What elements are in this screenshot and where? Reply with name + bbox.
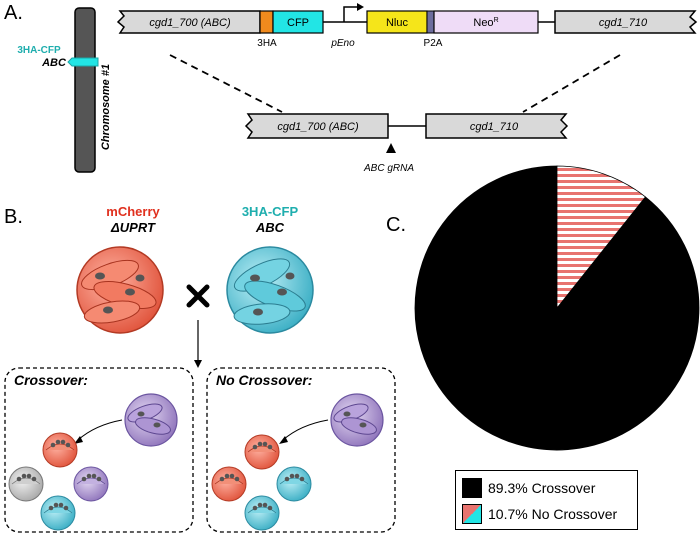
panel-letter-b: B.	[4, 206, 23, 228]
chromosome-body	[74, 7, 96, 173]
chromosome-marker-top: 3HA-CFP	[17, 45, 61, 56]
legend-item-no-crossover: 10.7% No Crossover	[462, 503, 617, 525]
grna-triangle-icon	[386, 143, 396, 153]
locus-right-gene	[425, 113, 569, 139]
recombination-line-left	[169, 54, 283, 113]
parent1-genotype: ΔUPRT	[110, 220, 156, 235]
cross-x-icon	[186, 284, 210, 308]
no-crossover-curved-arrow	[282, 419, 329, 441]
parent1-name: mCherry	[106, 204, 160, 219]
crossover-progeny-blue	[40, 495, 76, 531]
crossover-progeny-gray	[8, 466, 44, 502]
tag-box	[259, 10, 274, 34]
locus-left-label: cgd1_700 (ABC)	[277, 121, 359, 133]
chromosome-label: Chromosome #1	[100, 64, 112, 150]
neo-label: NeoR	[473, 17, 498, 29]
crossover-progeny-purple	[73, 466, 109, 502]
panel-letter-a: A.	[4, 2, 23, 24]
neo-superscript: R	[494, 17, 499, 24]
legend-item-crossover: 89.3% Crossover	[462, 477, 595, 499]
construct-diagram: cgd1_700 (ABC) 3HA CFP pEno Nluc P2A Neo…	[116, 3, 698, 174]
crossover-box	[4, 367, 194, 533]
pie-legend: 89.3% Crossover 10.7% No Crossover	[455, 470, 638, 530]
cross-diagram: mCherry ΔUPRT 3HA-CFP ABC	[4, 204, 396, 533]
promoter-arrow	[343, 6, 357, 22]
neo-text: Neo	[473, 17, 493, 29]
p2a-label: P2A	[424, 38, 443, 49]
pie-slice-no-crossover	[556, 165, 646, 310]
no-crossover-progeny-red-top	[244, 434, 280, 470]
no-crossover-title: No Crossover:	[216, 372, 313, 388]
parent2-oocyst	[226, 246, 314, 334]
recombination-line-right	[522, 54, 621, 113]
legend-swatch-no-crossover	[462, 504, 482, 524]
construct-left-arm-label: cgd1_700 (ABC)	[149, 17, 231, 29]
marker-arrow-icon	[67, 57, 99, 67]
promoter-arrow-head	[357, 3, 364, 11]
promoter-label: pEno	[330, 38, 355, 49]
p2a-box	[426, 10, 435, 34]
parent2-genotype: ABC	[255, 220, 285, 235]
crossover-title: Crossover:	[14, 372, 88, 388]
legend-label-no-crossover: 10.7% No Crossover	[488, 506, 618, 522]
parent1-oocyst	[76, 246, 164, 334]
construct-right-arm	[554, 10, 698, 34]
locus-left-gene	[244, 113, 389, 139]
no-crossover-progeny-red-left	[211, 466, 247, 502]
chromosome-marker-bottom: ABC	[41, 57, 67, 69]
pie-chart	[414, 165, 700, 451]
construct-right-arm-label: cgd1_710	[599, 17, 648, 29]
cfp-label: CFP	[287, 17, 309, 29]
parent2-name: 3HA-CFP	[242, 204, 299, 219]
crossover-purple-oocyst	[124, 393, 178, 447]
crossover-curved-arrow	[77, 419, 123, 441]
no-crossover-progeny-blue-right	[276, 466, 312, 502]
no-crossover-progeny-blue-bottom	[244, 495, 280, 531]
no-crossover-box	[206, 367, 396, 533]
cross-arrow-head	[194, 360, 202, 368]
panel-letter-c: C.	[386, 214, 406, 236]
legend-label-crossover: 89.3% Crossover	[488, 480, 596, 496]
tag-label: 3HA	[257, 38, 277, 49]
crossover-progeny-red	[42, 432, 78, 468]
crossover-arrow-head	[74, 436, 83, 444]
no-crossover-arrow-head	[279, 436, 288, 444]
no-crossover-purple-oocyst	[330, 393, 384, 447]
locus-right-label: cgd1_710	[470, 121, 519, 133]
legend-swatch-crossover	[462, 478, 482, 498]
chromosome: 3HA-CFP ABC Chromosome #1	[17, 7, 112, 173]
nluc-label: Nluc	[386, 17, 409, 29]
grna-label: ABC gRNA	[363, 163, 414, 174]
